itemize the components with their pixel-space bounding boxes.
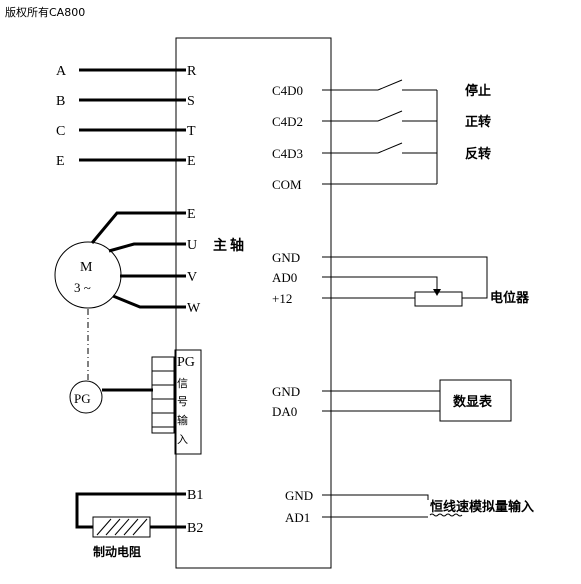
power-label-e: E — [56, 154, 65, 169]
terminal-ad0: AD0 — [272, 270, 297, 285]
terminal-c4d0: C4D0 — [272, 83, 303, 98]
terminal-gnd-analog: GND — [285, 488, 313, 503]
pot-wire-ad0 — [322, 276, 438, 291]
motor-wire-e — [90, 211, 186, 244]
encoder-terminal-char2: 号 — [177, 395, 188, 408]
terminal-e-motor: E — [187, 207, 196, 222]
brake-group: B1 B2 制动电阻 — [75, 488, 203, 559]
brake-resistor — [92, 516, 151, 538]
brake-label: 制动电阻 — [93, 544, 141, 559]
pot-wire-gnd — [322, 256, 488, 299]
motor-group: M 3 ~ E U V W 主轴 — [54, 207, 247, 316]
motor-wire-w — [112, 294, 186, 309]
power-label-a: A — [56, 64, 67, 79]
terminal-gnd-display: GND — [272, 384, 300, 399]
terminal-t: T — [187, 124, 196, 139]
spindle-label: 主轴 — [213, 237, 247, 254]
encoder-terminal-char1: 信 — [177, 377, 188, 390]
potentiometer-group: GND AD0 +12 电位器 — [272, 250, 530, 307]
pot-label: 电位器 — [490, 290, 530, 305]
terminal-e-power: E — [187, 154, 196, 169]
switch-reverse — [377, 142, 403, 154]
encoder-label: PG — [74, 391, 91, 406]
encoder-symbol — [69, 380, 103, 414]
encoder-terminal-block — [174, 349, 202, 455]
label-reverse: 反转 — [465, 146, 491, 161]
terminal-plus12: +12 — [272, 291, 292, 306]
switch-forward — [377, 110, 403, 122]
analog-input-label: 恒线速模拟量输入 — [430, 499, 534, 514]
controller-box — [175, 37, 332, 569]
terminal-gnd-pot: GND — [272, 250, 300, 265]
power-label-b: B — [56, 94, 65, 109]
terminal-ad1: AD1 — [285, 510, 310, 525]
power-inputs: A B C E R S T E — [56, 64, 197, 169]
motor-label-m: M — [80, 260, 93, 275]
terminal-u: U — [187, 238, 197, 253]
terminal-v: V — [187, 270, 197, 285]
label-stop: 停止 — [465, 83, 491, 98]
terminal-b1: B1 — [187, 488, 203, 503]
power-label-c: C — [56, 124, 65, 139]
brake-wire-b1 — [75, 492, 186, 529]
control-inputs: C4D0 C4D2 C4D3 COM 停止 正转 反转 — [272, 79, 491, 192]
display-box — [439, 379, 512, 422]
terminal-da0: DA0 — [272, 404, 297, 419]
terminal-r: R — [187, 64, 197, 79]
terminal-com: COM — [272, 177, 302, 192]
display-group: GND DA0 数显表 — [272, 379, 512, 422]
spellcheck-underline — [429, 513, 463, 517]
display-label: 数显表 — [453, 394, 493, 409]
terminal-c4d2: C4D2 — [272, 114, 303, 129]
pot-resistor — [414, 291, 463, 307]
encoder-terminal-char4: 入 — [177, 433, 188, 446]
watermark: 版权所有CA800 — [5, 5, 85, 19]
motor-label-phase: 3 ~ — [74, 280, 91, 295]
encoder-connector — [151, 356, 175, 434]
analog-input-group: GND AD1 恒线速模拟量输入 — [285, 488, 534, 525]
analog-wire-gnd — [322, 494, 429, 500]
terminal-w: W — [187, 301, 201, 316]
label-forward: 正转 — [465, 114, 491, 129]
motor-wire-u — [108, 242, 186, 253]
encoder-group: PG PG 信 号 输 入 — [69, 349, 202, 455]
terminal-b2: B2 — [187, 521, 203, 536]
switch-stop — [377, 79, 403, 91]
terminal-s: S — [187, 94, 195, 109]
encoder-terminal-char3: 输 — [177, 413, 188, 427]
terminal-c4d3: C4D3 — [272, 146, 303, 161]
encoder-terminal-pg: PG — [177, 355, 195, 370]
